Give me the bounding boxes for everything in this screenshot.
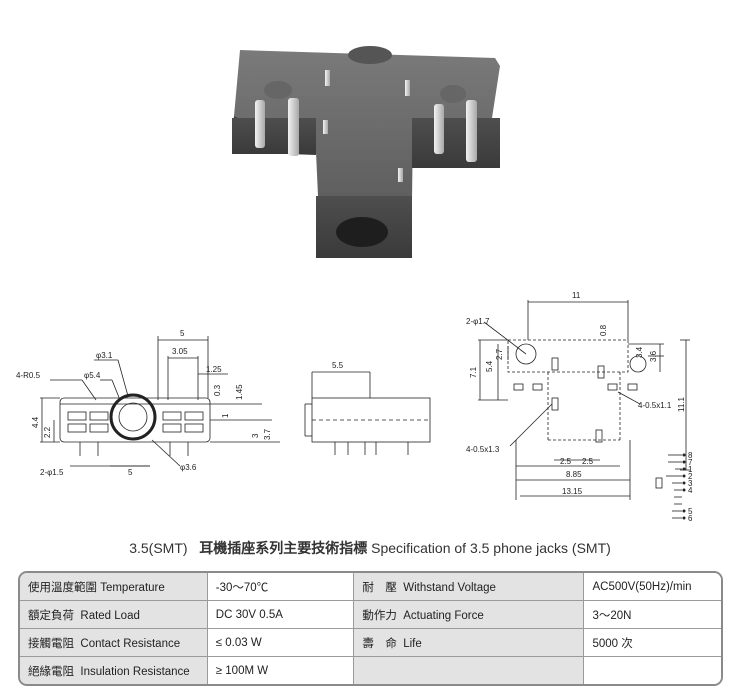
spec-title: 3.5(SMT) 耳機插座系列主要技術指標 Specification of 3… [0,538,740,558]
dim-front-5b: 5 [128,468,133,477]
dim-fp-27: 2.7 [495,348,504,360]
jack-opening [336,217,388,247]
dim-front-03: 0.3 [213,384,222,396]
table-row: 使用溫度範圍 Temperature -30～70℃ 耐 壓 Withstand… [20,573,721,601]
table-row: 接觸電阻 Contact Resistance ≤ 0.03 W 壽 命 Lif… [20,629,721,657]
dim-front-125: 1.25 [206,365,222,374]
dim-front-phi31: φ3.1 [96,351,113,360]
spec-title-chinese: 耳機插座系列主要技術指標 [199,541,368,557]
pin-label: 4 [688,486,693,495]
dim-front-305: 3.05 [172,347,188,356]
dim-front-22: 2.2 [43,426,52,438]
spec-table: 使用溫度範圍 Temperature -30～70℃ 耐 壓 Withstand… [18,571,723,686]
dim-fp-11: 11 [572,291,581,300]
dim-fp-pad2: 4-0.5x1.3 [466,445,500,454]
footprint-outline [507,339,629,373]
spec-label [354,657,585,684]
spec-value: AC500V(50Hz)/min [584,573,721,601]
jack-top-face [234,50,500,200]
spec-value [584,657,721,684]
dim-front-3: 3 [251,433,260,438]
spec-label: 接觸電阻 Contact Resistance [20,629,208,657]
spec-label: 使用溫度範圍 Temperature [20,573,208,601]
dim-fp-25b: 2.5 [582,457,594,466]
pin-label: 8 [688,451,693,460]
spec-value: DC 30V 0.5A [207,601,355,629]
dim-side-55: 5.5 [332,361,344,370]
spec-value: -30～70℃ [207,573,355,601]
table-row: 絕緣電阻 Insulation Resistance ≥ 100M W [20,657,721,684]
pin-label: 6 [688,514,693,523]
dim-fp-34: 3.4 [635,346,644,358]
pin-label: 1 [688,465,693,474]
spec-value: ≥ 100M W [207,657,355,684]
spec-label: 耐 壓 Withstand Voltage [354,573,585,601]
dim-front-phi54: φ5.4 [84,371,101,380]
dim-front-37: 3.7 [263,428,272,440]
terminal-pin [288,98,299,156]
terminal-pin [466,100,477,162]
pin-label: 2 [688,472,693,481]
dim-front-5: 5 [180,329,185,338]
dim-fp-pad: 4-0.5x1.1 [638,401,672,410]
technical-drawings: 5 3.05 1.25 φ3.1 φ5.4 4-R0.5 0.3 1.45 1 … [16,291,693,523]
dim-front-145: 1.45 [235,384,244,400]
spec-label: 絕緣電阻 Insulation Resistance [20,657,208,684]
product-render [232,46,500,258]
front-jack-outer [109,393,157,441]
spec-label: 額定負荷 Rated Load [20,601,208,629]
dim-fp-25a: 2.5 [560,457,572,466]
dim-fp-885: 8.85 [566,470,582,479]
spec-value: ≤ 0.03 W [207,629,355,657]
spec-label: 動作力 Actuating Force [354,601,585,629]
dim-fp-111: 11.1 [677,396,686,412]
dim-fp-1315: 13.15 [562,487,583,496]
pin-label: 5 [688,507,693,516]
spec-label: 壽 命 Life [354,629,585,657]
dim-fp-54: 5.4 [485,360,494,372]
dim-fp-08: 0.8 [599,324,608,336]
table-row: 額定負荷 Rated Load DC 30V 0.5A 動作力 Actuatin… [20,601,721,629]
dim-front-r05: 4-R0.5 [16,371,41,380]
dim-front-phi36: φ3.6 [180,463,197,472]
dim-front-1: 1 [221,413,230,418]
spec-title-english: Specification of 3.5 phone jacks (SMT) [371,540,611,556]
dim-fp-36: 3.6 [649,350,658,362]
spec-value: 5000 次 [584,629,721,657]
spec-title-prefix: 3.5(SMT) [129,540,188,556]
dim-fp-71: 7.1 [469,366,478,378]
terminal-pin [434,104,444,154]
spec-value: 3～20N [584,601,721,629]
pin-label: 3 [688,479,693,488]
dim-front-phi15: 2-φ1.5 [40,468,64,477]
terminal-pin [255,100,265,148]
dim-fp-phi17: 2-φ1.7 [466,317,490,326]
pin-schematic [655,454,682,519]
dim-front-44: 4.4 [31,416,40,428]
pin-label: 7 [688,458,693,467]
